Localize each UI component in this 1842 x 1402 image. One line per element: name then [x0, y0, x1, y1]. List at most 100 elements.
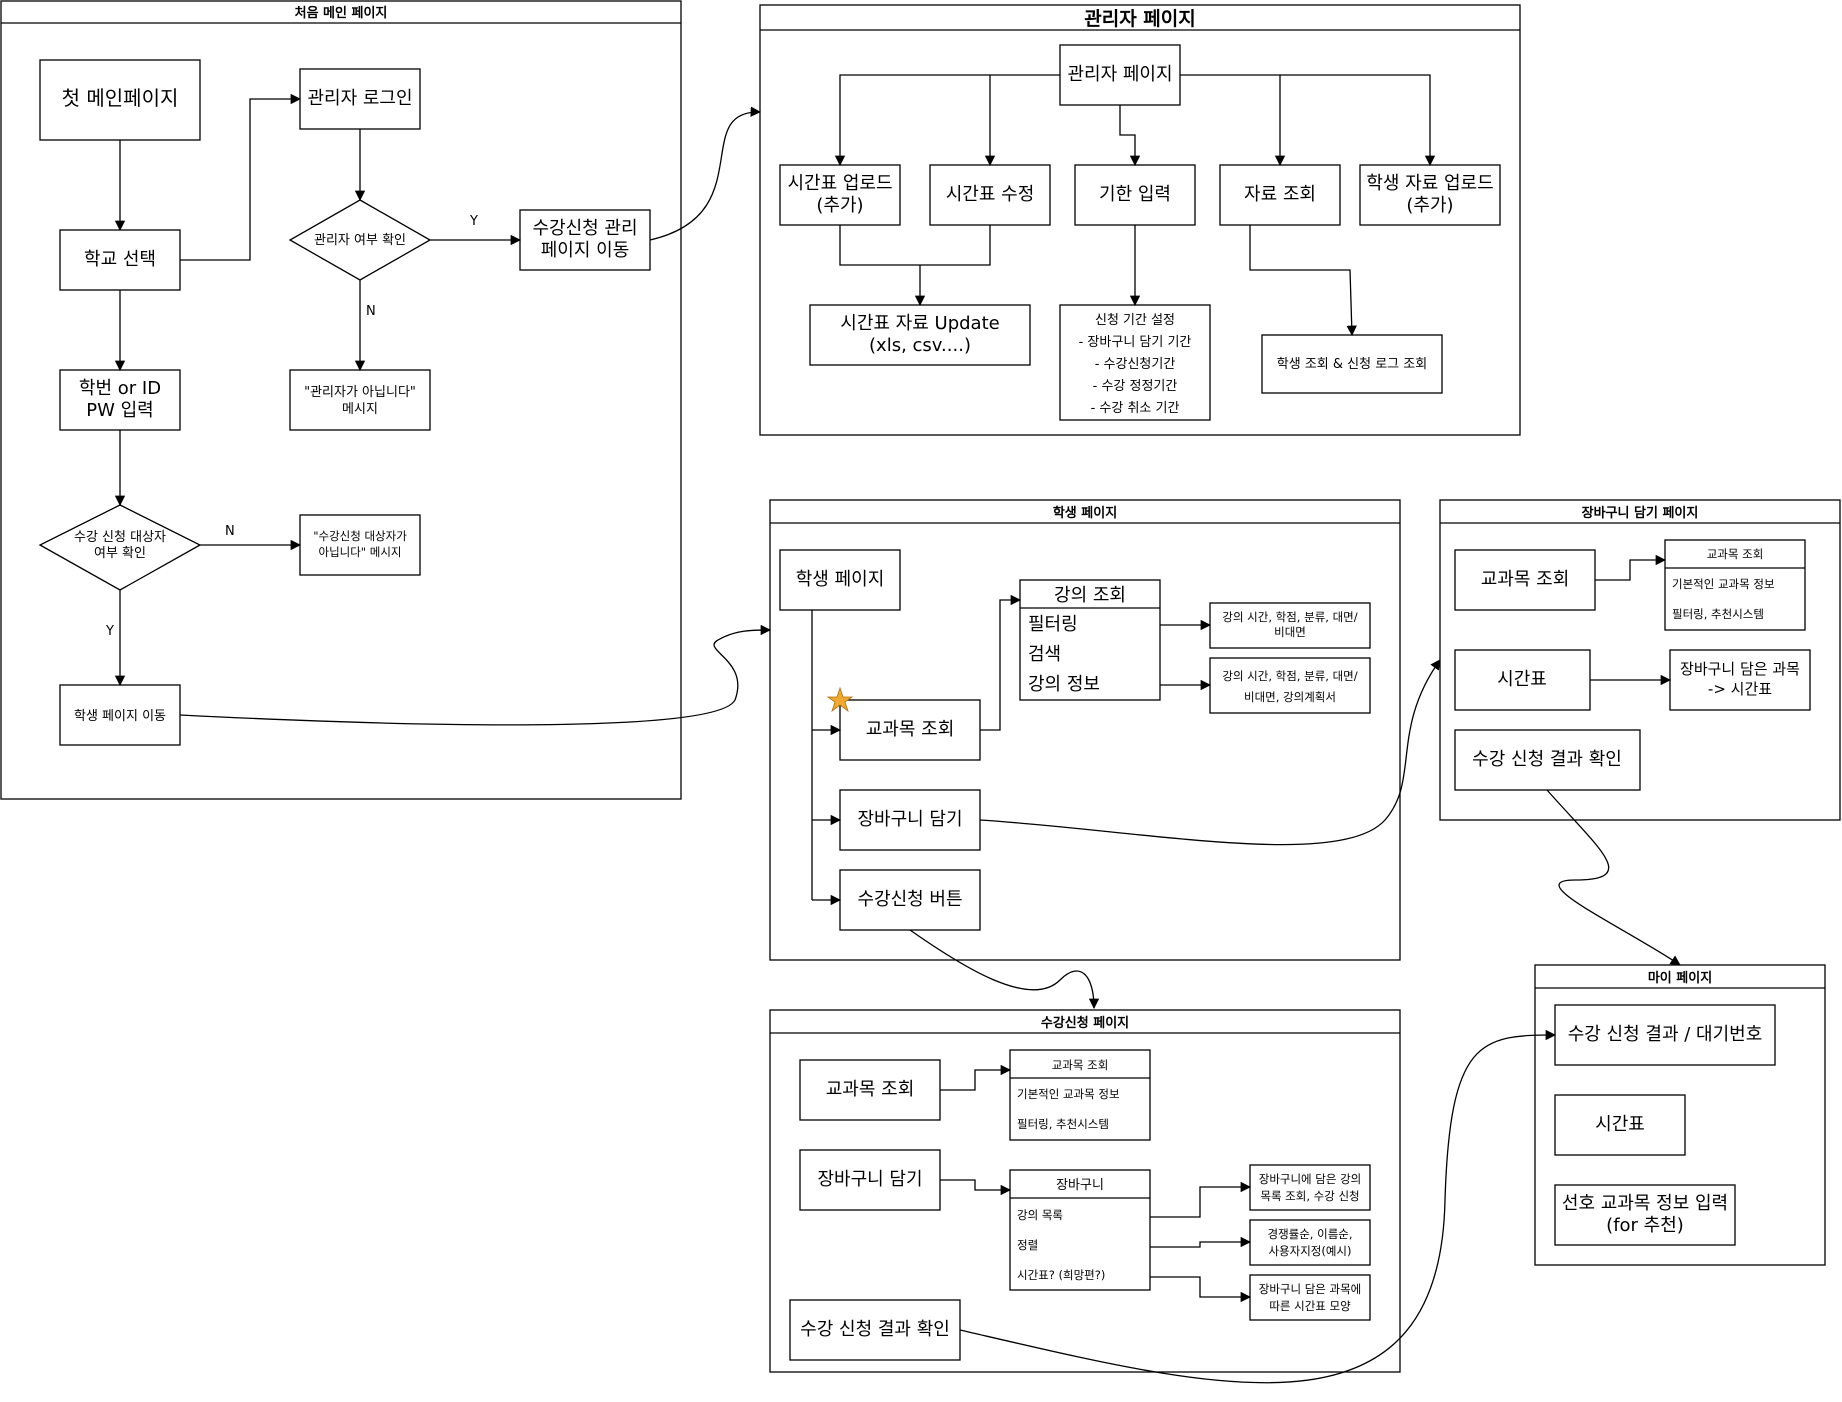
edge-register-cart-to-box [940, 1179, 1012, 1196]
student-page-title: 학생 페이지 [1053, 505, 1117, 521]
register-result-label: 수강 신청 결과 확인 [800, 1319, 950, 1340]
deadline-input-node [1074, 164, 1196, 226]
cart-timetable-label: 시간표 [1497, 669, 1547, 690]
log-lookup-node [1261, 334, 1443, 394]
cart-page-panel: 장바구니 담기 페이지 교과목 조회 시간표 수강 신청 결과 확인 교과목 조… [1439, 499, 1841, 821]
edge-cartbox-to-note1 [1150, 1181, 1252, 1218]
my-page-title: 마이 페이지 [1648, 970, 1712, 986]
edge-cartbox-to-note2 [1150, 1236, 1252, 1248]
edge-adminmove-to-adminpage [649, 106, 762, 241]
course-search-label: 교과목 조회 [866, 719, 955, 740]
register-page-title: 수강신청 페이지 [1041, 1015, 1129, 1031]
register-note-2 [1249, 1219, 1371, 1266]
not-target-label-1: "수강신청 대상자가 [313, 529, 407, 543]
yes-label-target: Y [105, 624, 114, 639]
id-pw-label-1: 학번 or ID [79, 378, 161, 399]
first-main-node [39, 59, 201, 141]
log-lookup-label: 학생 조회 & 신청 로그 조회 [1277, 357, 1427, 372]
cart-to-timetable-label-2: -> 시간표 [1708, 680, 1772, 698]
period-line-3: - 수강 정정기간 [1093, 379, 1178, 394]
period-line-4: - 수강 취소 기간 [1091, 401, 1180, 416]
period-line-1: - 장바구니 담기 기간 [1079, 335, 1192, 350]
id-pw-label-2: PW 입력 [86, 400, 154, 421]
register-result-node [789, 1299, 961, 1361]
my-timetable-label: 시간표 [1595, 1114, 1645, 1135]
no-label-admin: N [366, 304, 376, 319]
edge-cartbox-to-note3 [1150, 1276, 1252, 1303]
student-upload-node [1359, 164, 1501, 226]
my-preference-node [1554, 1184, 1736, 1246]
period-setting-node [1059, 304, 1211, 421]
cart-course-box-item-1: 필터링, 추천시스템 [1672, 607, 1764, 621]
star-icon [826, 686, 854, 713]
cart-result-label: 수강 신청 결과 확인 [1472, 749, 1622, 770]
timetable-edit-label: 시간표 수정 [946, 184, 1035, 205]
edge-registerresult-to-mypage [959, 1029, 1557, 1384]
student-upload-label-1: 학생 자료 업로드 [1366, 173, 1493, 194]
register-note-2-line-1: 경쟁률순, 이름순, [1267, 1227, 1352, 1241]
lecture-item-0: 필터링 [1028, 614, 1078, 635]
register-note-1-line-1: 장바구니에 담은 강의 [1259, 1172, 1362, 1186]
lecture-note-2-line-2: 비대면, 강의계획서 [1244, 690, 1336, 704]
timetable-update-label-2: (xls, csv....) [869, 335, 971, 356]
cart-course-box [1664, 539, 1806, 631]
admin-login-node [299, 68, 421, 130]
period-line-0: 신청 기간 설정 [1095, 313, 1175, 328]
main-page-panel: 처음 메인 페이지 첫 메인페이지 학교 선택 관리자 로그인 관리자 여부 확… [0, 0, 682, 800]
cart-page-title: 장바구니 담기 페이지 [1582, 505, 1699, 521]
register-button-node [839, 869, 981, 931]
edge-register-to-registerpage [909, 929, 1100, 1010]
register-note-1-line-2: 목록 조회, 수강 신청 [1260, 1189, 1359, 1203]
not-target-label-2: 아닙니다" 메시지 [318, 545, 401, 559]
edge-lookup-to-log [1249, 225, 1357, 337]
cart-course-box-item-0: 기본적인 교과목 정보 [1672, 577, 1775, 591]
lecture-note-1-line-2: 비대면 [1274, 625, 1306, 639]
cart-result-node [1454, 729, 1641, 791]
cart-node [839, 789, 981, 851]
edge-root-to-studentupload [1280, 74, 1436, 167]
deadline-input-label: 기한 입력 [1099, 184, 1171, 205]
edge-cart-course-to-box [1595, 554, 1667, 581]
edge-root-to-deadline [1119, 105, 1141, 167]
target-check-label-1: 수강 신청 대상자 [74, 530, 166, 545]
register-note-2-line-2: 사용자지정(예시) [1268, 1244, 1351, 1258]
timetable-upload-label-2: (추가) [816, 195, 863, 216]
school-select-label: 학교 선택 [84, 249, 156, 270]
student-root-node [779, 549, 901, 611]
register-note-3-line-2: 따른 시간표 모양 [1269, 1299, 1351, 1313]
lecture-note-2 [1209, 657, 1371, 714]
data-lookup-node [1219, 164, 1341, 226]
yes-label-admin: Y [469, 214, 478, 229]
edge-school-to-login [180, 93, 302, 261]
student-upload-label-2: (추가) [1406, 195, 1453, 216]
period-line-2: - 수강신청기간 [1095, 357, 1176, 372]
my-result-node [1554, 1004, 1776, 1066]
cart-label: 장바구니 담기 [857, 809, 962, 830]
my-page-panel: 마이 페이지 수강 신청 결과 / 대기번호 시간표 선호 교과목 정보 입력 … [1534, 964, 1826, 1266]
edge-upload-edit-merge [839, 225, 991, 266]
admin-root-label: 관리자 페이지 [1067, 64, 1172, 85]
register-cart-node [799, 1149, 941, 1211]
my-preference-label-2: (for 추천) [1606, 1215, 1684, 1236]
register-cart-label: 장바구니 담기 [817, 1169, 922, 1190]
admin-page-panel: 관리자 페이지 관리자 페이지 시간표 업로드 (추가) 시간표 수정 기한 입… [759, 4, 1521, 436]
lecture-lookup-box [1019, 579, 1161, 701]
lecture-lookup-title: 강의 조회 [1054, 585, 1126, 606]
register-note-3-line-1: 장바구니 담은 과목에 [1259, 1282, 1362, 1296]
edge-course-to-lecture [980, 594, 1022, 731]
register-cart-box [1009, 1169, 1151, 1291]
register-button-label: 수강신청 버튼 [857, 889, 962, 910]
register-cart-box-title: 장바구니 [1056, 1178, 1104, 1193]
register-course-box-item-1: 필터링, 추천시스템 [1017, 1117, 1109, 1131]
edge-cartresult-to-mypage [1546, 789, 1681, 966]
edge-cart-to-cartpage [979, 659, 1441, 846]
target-check-label-2: 여부 확인 [94, 546, 146, 561]
student-root-label: 학생 페이지 [796, 569, 885, 590]
register-note-1 [1249, 1164, 1371, 1211]
not-admin-label-1: "관리자가 아닙니다" [304, 385, 416, 400]
cart-course-search-node [1454, 549, 1596, 611]
lecture-item-2: 강의 정보 [1028, 674, 1100, 695]
admin-login-label: 관리자 로그인 [307, 88, 412, 109]
admin-check-label: 관리자 여부 확인 [314, 233, 406, 248]
